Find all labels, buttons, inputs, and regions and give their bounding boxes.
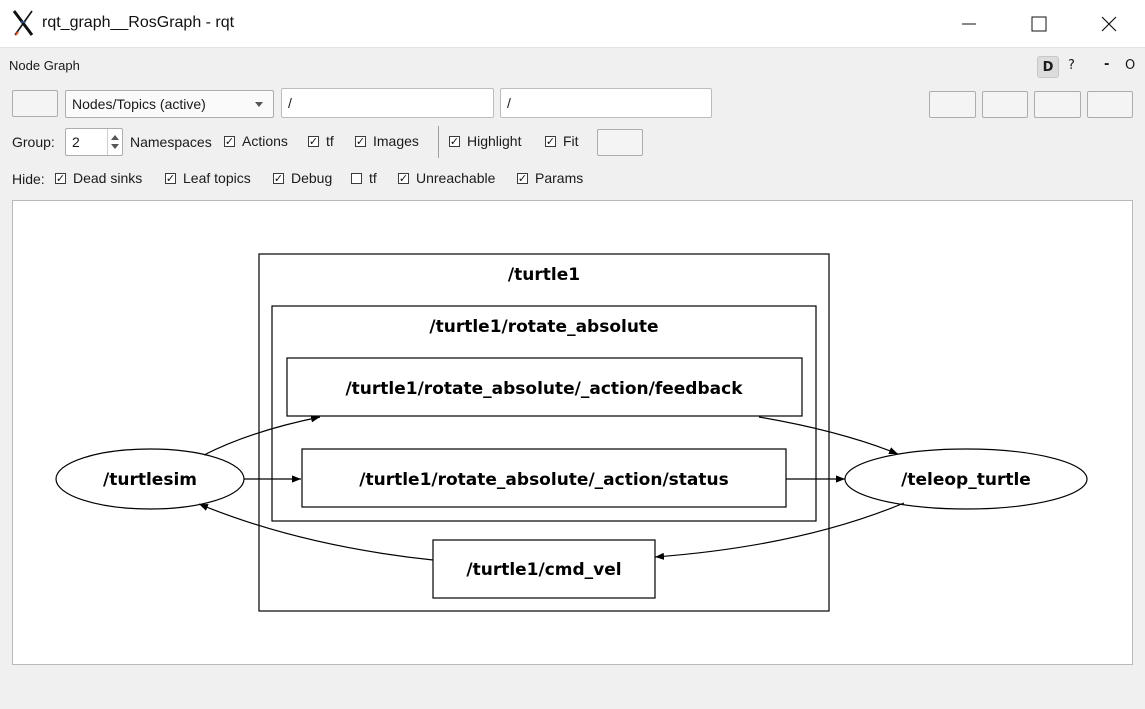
close-button[interactable]: [1086, 0, 1132, 47]
load-dot-button[interactable]: [929, 91, 976, 118]
unreachable-checkbox[interactable]: ✓: [398, 173, 409, 184]
highlight-checkbox[interactable]: ✓: [449, 136, 460, 147]
plugin-minimize-button[interactable]: -: [1104, 57, 1110, 72]
tf-checkbox[interactable]: ✓: [308, 136, 319, 147]
topic-label: /turtle1/rotate_absolute/_action/feedbac…: [345, 379, 743, 399]
check-icon: ✓: [224, 135, 235, 148]
check-icon: ✓: [165, 172, 176, 185]
hide-label: Hide:: [12, 171, 45, 187]
actions-label: Actions: [242, 133, 288, 149]
graph-mode-select[interactable]: Nodes/Topics (active): [65, 90, 274, 118]
topic-node[interactable]: [432, 539, 656, 599]
save-image-button[interactable]: [1087, 91, 1133, 118]
group-label: Group:: [12, 134, 55, 150]
params-checkbox[interactable]: ✓: [517, 173, 528, 184]
group-value: 2: [72, 134, 80, 150]
namespace-cluster-label: /turtle1: [508, 265, 580, 285]
ros-node-label: /teleop_turtle: [901, 470, 1031, 490]
tf-label: tf: [326, 133, 334, 149]
debug-label: Debug: [291, 170, 333, 186]
maximize-button[interactable]: [1016, 0, 1062, 47]
minimize-icon: [962, 23, 976, 24]
graph-view[interactable]: /turtle1 /turtle1/rotate_absolute /turtl…: [12, 200, 1133, 665]
edge-cmdvel-turtlesim: [198, 503, 434, 561]
edge-feedback-teleop: [758, 416, 899, 455]
hide-tf-label: tf: [369, 170, 377, 186]
params-label: Params: [535, 170, 584, 186]
close-icon: [1101, 16, 1117, 31]
maximize-icon: [1031, 16, 1047, 31]
node-filter-value: /: [288, 95, 292, 111]
leaf-topics-checkbox[interactable]: ✓: [165, 173, 176, 184]
topic-filter-value: /: [507, 95, 511, 111]
chevron-down-icon: [255, 102, 263, 107]
help-button[interactable]: ?: [1068, 58, 1075, 73]
toolbar-separator: [438, 126, 439, 158]
edge-teleop-cmdvel: [654, 502, 905, 560]
spin-down-icon[interactable]: [111, 144, 119, 149]
check-icon: ✓: [55, 172, 66, 185]
check-icon: ✓: [517, 172, 528, 185]
hide-tf-checkbox[interactable]: [351, 173, 362, 184]
topic-node[interactable]: [286, 357, 803, 417]
ros-node-label: /turtlesim: [103, 470, 197, 490]
edge-turtlesim-feedback: [203, 415, 321, 456]
unreachable-label: Unreachable: [416, 170, 496, 186]
node-filter-input[interactable]: /: [281, 88, 494, 118]
fit-in-view-button[interactable]: [597, 129, 643, 156]
fit-checkbox[interactable]: ✓: [545, 136, 556, 147]
highlight-label: Highlight: [467, 133, 522, 149]
plugin-close-button[interactable]: O: [1125, 58, 1136, 73]
check-icon: ✓: [273, 172, 284, 185]
save-dot-button[interactable]: [982, 91, 1028, 118]
refresh-button[interactable]: [12, 90, 58, 117]
topic-filter-input[interactable]: /: [500, 88, 712, 118]
dead-sinks-label: Dead sinks: [73, 170, 143, 186]
check-icon: ✓: [449, 135, 460, 148]
images-label: Images: [373, 133, 419, 149]
namespace-cluster-label: /turtle1/rotate_absolute: [429, 317, 658, 337]
check-icon: ✓: [398, 172, 409, 185]
images-checkbox[interactable]: ✓: [355, 136, 366, 147]
minimize-button[interactable]: [946, 0, 992, 47]
spin-up-icon[interactable]: [111, 135, 119, 140]
save-svg-button[interactable]: [1034, 91, 1081, 118]
graph-svg: /turtle1 /turtle1/rotate_absolute /turtl…: [55, 253, 1088, 612]
dead-sinks-checkbox[interactable]: ✓: [55, 173, 66, 184]
check-icon: ✓: [545, 135, 556, 148]
window-title: rqt_graph__RosGraph - rqt: [42, 14, 235, 31]
actions-checkbox[interactable]: ✓: [224, 136, 235, 147]
plugin-title: Node Graph: [9, 58, 80, 73]
graph-mode-value: Nodes/Topics (active): [72, 96, 206, 112]
leaf-topics-label: Leaf topics: [183, 170, 251, 186]
dock-d-button[interactable]: D: [1037, 56, 1059, 78]
title-bar: rqt_graph__RosGraph - rqt: [0, 0, 1145, 48]
fit-label: Fit: [563, 133, 579, 149]
debug-checkbox[interactable]: ✓: [273, 173, 284, 184]
check-icon: ✓: [308, 135, 319, 148]
x11-app-icon: [12, 10, 34, 36]
topic-label: /turtle1/cmd_vel: [466, 560, 621, 580]
namespace-cluster-rotate-absolute: [271, 305, 817, 522]
namespaces-label: Namespaces: [130, 134, 212, 150]
check-icon: ✓: [355, 135, 366, 148]
topic-node[interactable]: [301, 448, 787, 508]
status-area: [0, 666, 1145, 709]
group-spinbox[interactable]: 2: [65, 128, 123, 156]
topic-label: /turtle1/rotate_absolute/_action/status: [359, 470, 728, 490]
